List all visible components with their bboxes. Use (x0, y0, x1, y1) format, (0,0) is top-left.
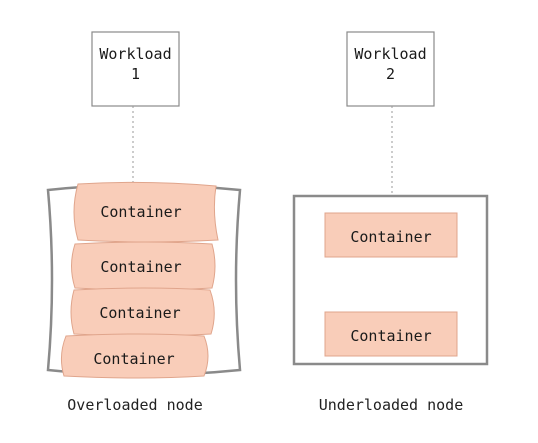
overloaded-container-3-label: Container (99, 304, 180, 322)
underloaded-container-1: Container (324, 212, 458, 258)
overloaded-container-4-label: Container (93, 350, 174, 368)
workload-1-title: Workload (99, 45, 171, 63)
overloaded-container-2-label: Container (100, 258, 181, 276)
workload-2-title: Workload (354, 45, 426, 63)
overloaded-container-1: Container (73, 181, 219, 243)
overloaded-container-1-shape (73, 181, 219, 243)
underloaded-node: Container Container (292, 194, 489, 366)
workload-2-box (346, 31, 435, 107)
overloaded-container-2-shape (71, 241, 216, 291)
underloaded-node-caption: Underloaded node (319, 396, 464, 414)
workload-2: Workload 2 (346, 31, 435, 107)
workload-2-number: 2 (386, 65, 395, 83)
workload-1-number: 1 (131, 65, 140, 83)
underloaded-container-2-label: Container (350, 327, 431, 345)
overloaded-container-1-label: Container (100, 203, 181, 221)
underloaded-container-1-shape (324, 212, 458, 258)
overloaded-container-2: Container (71, 241, 216, 291)
overloaded-container-4: Container (60, 333, 209, 379)
overloaded-container-3-shape (70, 287, 215, 337)
underloaded-container-1-label: Container (350, 228, 431, 246)
workload-1: Workload 1 (91, 31, 180, 107)
overloaded-node-caption: Overloaded node (67, 396, 202, 414)
overloaded-container-3: Container (70, 287, 215, 337)
overloaded-container-4-shape (60, 333, 209, 379)
underloaded-container-2-shape (324, 311, 458, 357)
overloaded-node: Container Container Container Container (46, 181, 242, 379)
workload-1-box (91, 31, 180, 107)
underloaded-container-2: Container (324, 311, 458, 357)
